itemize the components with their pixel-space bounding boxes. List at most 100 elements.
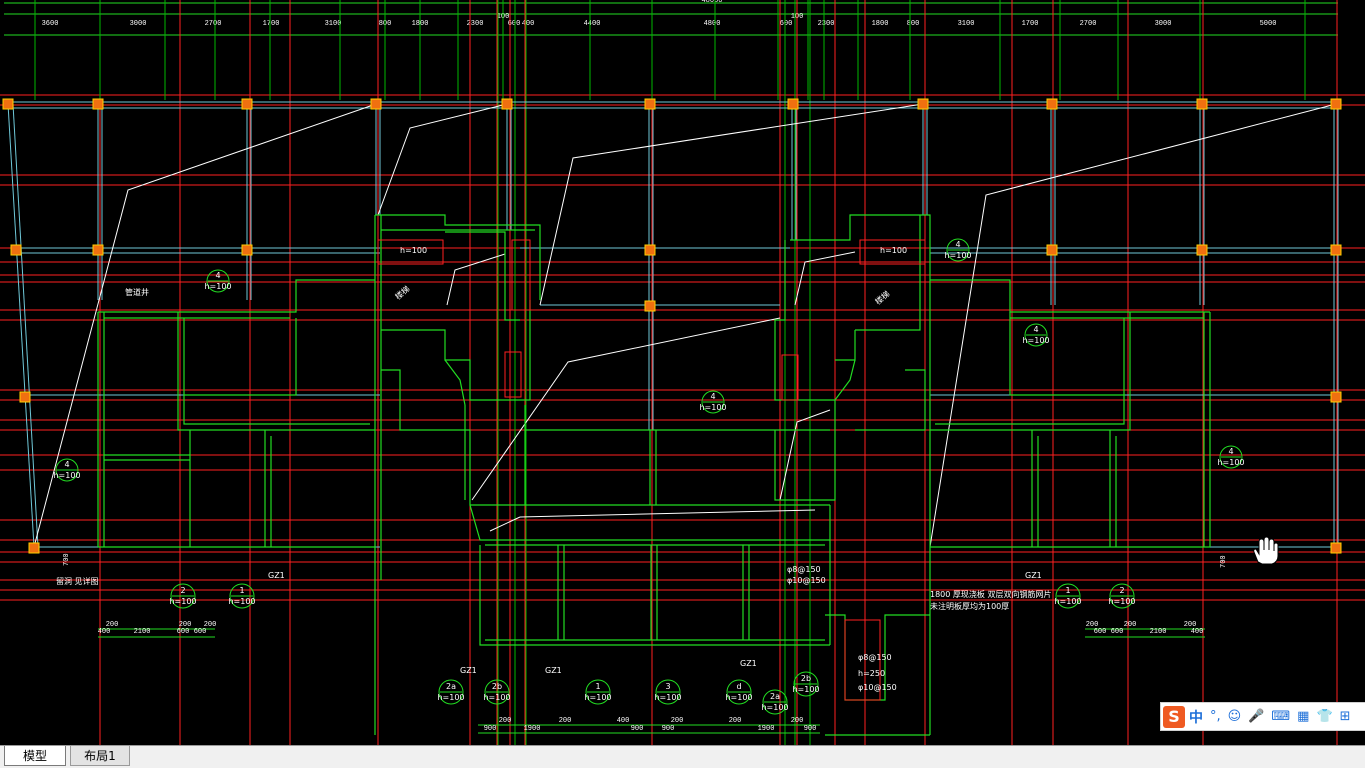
walls	[97, 214, 1211, 736]
label-gz1-left: GZ1	[268, 571, 285, 580]
bottom-dim-label: 600	[177, 628, 190, 636]
column	[1046, 98, 1058, 110]
ime-mode-toggle[interactable]: 中	[1189, 709, 1203, 726]
svg-text:h=100: h=100	[699, 403, 726, 412]
label-note2: 未注明板厚均为100厚	[930, 601, 1009, 611]
svg-text:h=100: h=100	[944, 251, 971, 260]
cad-model-space[interactable]: 3600300027001700310080018002300100600400…	[0, 0, 1365, 745]
svg-text:4: 4	[1228, 447, 1233, 456]
top-dim-overall: 48000	[701, 0, 722, 5]
emoji-icon[interactable]: ☺	[1227, 709, 1242, 724]
bottom-dimension-lines	[98, 628, 1205, 734]
column	[1196, 244, 1208, 256]
svg-text:d: d	[736, 682, 741, 691]
svg-text:2: 2	[180, 586, 185, 595]
tab-model[interactable]: 模型	[4, 746, 66, 766]
bottom-dim-label: 400	[1191, 628, 1204, 636]
ime-toolbar[interactable]: S 中 °, ☺ 🎤 ⌨ ▦ 👕 ⊞	[1160, 702, 1365, 731]
svg-text:h=100: h=100	[169, 597, 196, 606]
bottom-dim-label: 200	[1124, 621, 1137, 629]
svg-text:h=100: h=100	[1108, 597, 1135, 606]
column	[787, 98, 799, 110]
bottom-dim-label: 200	[179, 621, 192, 629]
svg-text:h=100: h=100	[228, 597, 255, 606]
slab-tag: 4h=100	[53, 458, 81, 482]
bottom-dim-label: 200	[204, 621, 217, 629]
svg-text:4: 4	[64, 460, 69, 469]
apps-icon[interactable]: ▦	[1297, 709, 1310, 724]
keyboard-icon[interactable]: ⌨	[1271, 709, 1291, 724]
svg-text:h=100: h=100	[483, 693, 510, 702]
bottom-dim-label: 200	[1086, 621, 1099, 629]
axis-bubble: 1 h=100	[584, 679, 612, 705]
columns	[2, 98, 1342, 554]
svg-text:h=100: h=100	[1217, 458, 1244, 467]
top-dim-label: 600	[780, 20, 793, 28]
slab-span-lines	[33, 103, 1337, 548]
column	[241, 98, 253, 110]
column	[1196, 98, 1208, 110]
column	[28, 542, 40, 554]
bottom-dim-label: 200	[499, 717, 512, 725]
bottom-dim-label: 200	[729, 717, 742, 725]
top-dim-label: 4800	[704, 20, 721, 28]
bottom-dim-label: 200	[791, 717, 804, 725]
label-note1: 1800 厚现浇板 双层双向钢筋网片	[930, 589, 1051, 599]
label-gz1-c: GZ1	[740, 659, 757, 668]
sogou-logo-icon[interactable]: S	[1163, 705, 1185, 728]
axis-bubble: 2ah=100	[761, 689, 789, 715]
shaft-hatching	[377, 239, 926, 701]
shirt-icon[interactable]: 👕	[1316, 709, 1333, 724]
svg-text:h=100: h=100	[204, 282, 231, 291]
column	[2, 98, 14, 110]
column	[19, 391, 31, 403]
floor-plan-drawing: 3600300027001700310080018002300100600400…	[0, 0, 1365, 745]
label-gz1-a: GZ1	[460, 666, 477, 675]
svg-text:4: 4	[215, 271, 220, 280]
layout-tab-bar: 模型 布局1	[0, 745, 1365, 768]
svg-text:h=100: h=100	[584, 693, 611, 702]
svg-text:4: 4	[710, 392, 715, 401]
dim-700-right: 700	[1220, 555, 1228, 568]
bottom-dim-label: 400	[617, 717, 630, 725]
label-bar4: φ10@150	[858, 683, 897, 692]
top-dim-label: 3100	[325, 20, 342, 28]
slab-tag: 4 h=100	[699, 390, 727, 414]
slab-tag: 4 h=100	[1217, 445, 1245, 469]
bottom-dim-label: 200	[106, 621, 119, 629]
bottom-dim-label: 600	[1111, 628, 1124, 636]
svg-text:1: 1	[595, 682, 600, 691]
bottom-dim-label: 900	[484, 725, 497, 733]
label-h250: h=250	[858, 669, 885, 678]
column	[644, 244, 656, 256]
axis-bubble: 1h=100	[228, 583, 256, 609]
bottom-dim-label: 600	[194, 628, 207, 636]
axis-bubble: 3h=100	[654, 679, 682, 705]
label-stair-right: 楼梯	[873, 289, 892, 307]
bottom-dim-label: 2100	[1150, 628, 1167, 636]
column	[92, 98, 104, 110]
bottom-axis-bubbles: 2h=1001h=1002ah=1002bh=1001h=1003h=100dh…	[169, 583, 1136, 715]
axis-bubble: 2bh=100	[483, 679, 511, 705]
punctuation-icon[interactable]: °,	[1210, 709, 1221, 724]
grid-icon[interactable]: ⊞	[1339, 709, 1351, 724]
bottom-dim-label: 900	[631, 725, 644, 733]
tab-layout1[interactable]: 布局1	[70, 746, 130, 766]
slab-tag: 4h=100	[944, 238, 972, 262]
slab-tag: 4h=100	[1022, 323, 1050, 347]
bottom-dim-label: 400	[98, 628, 111, 636]
label-h100-left: h=100	[400, 246, 427, 255]
axis-bubble: 2 h=100	[169, 583, 197, 609]
beam-lines	[7, 101, 1339, 548]
mic-icon[interactable]: 🎤	[1248, 709, 1265, 724]
axis-bubble: 2ah=100	[437, 679, 465, 705]
svg-text:h=100: h=100	[437, 693, 464, 702]
top-dimension-chain	[4, 2, 1338, 36]
column	[1330, 391, 1342, 403]
bottom-dim-label: 200	[559, 717, 572, 725]
top-dim-label: 1700	[263, 20, 280, 28]
label-gz1-b: GZ1	[545, 666, 562, 675]
bottom-dim-label: 1900	[524, 725, 541, 733]
column	[10, 244, 22, 256]
